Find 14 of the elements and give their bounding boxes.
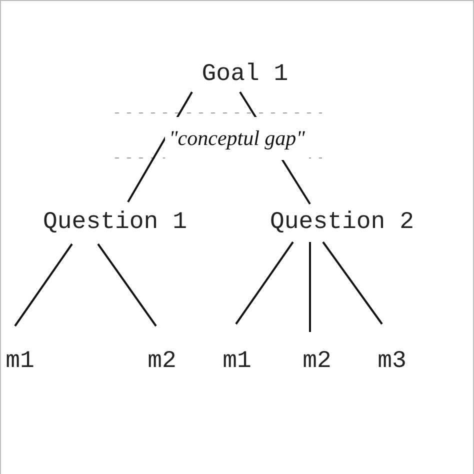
node-label: m2 <box>302 350 332 374</box>
node-label: m3 <box>378 350 406 374</box>
connector-line <box>322 241 383 325</box>
connector-line <box>309 242 311 332</box>
node-label: Goal 1 <box>202 63 288 87</box>
node-label: Question 2 <box>270 211 414 235</box>
connector-line <box>235 241 294 325</box>
node-label: m1 <box>222 350 252 374</box>
node-label: m1 <box>6 350 34 374</box>
node-label: Question 1 <box>42 211 188 235</box>
connector-line <box>97 243 157 327</box>
annotation-text: "conceptul gap" <box>164 116 310 160</box>
node-label: m2 <box>148 350 176 374</box>
connector-line <box>14 243 73 327</box>
